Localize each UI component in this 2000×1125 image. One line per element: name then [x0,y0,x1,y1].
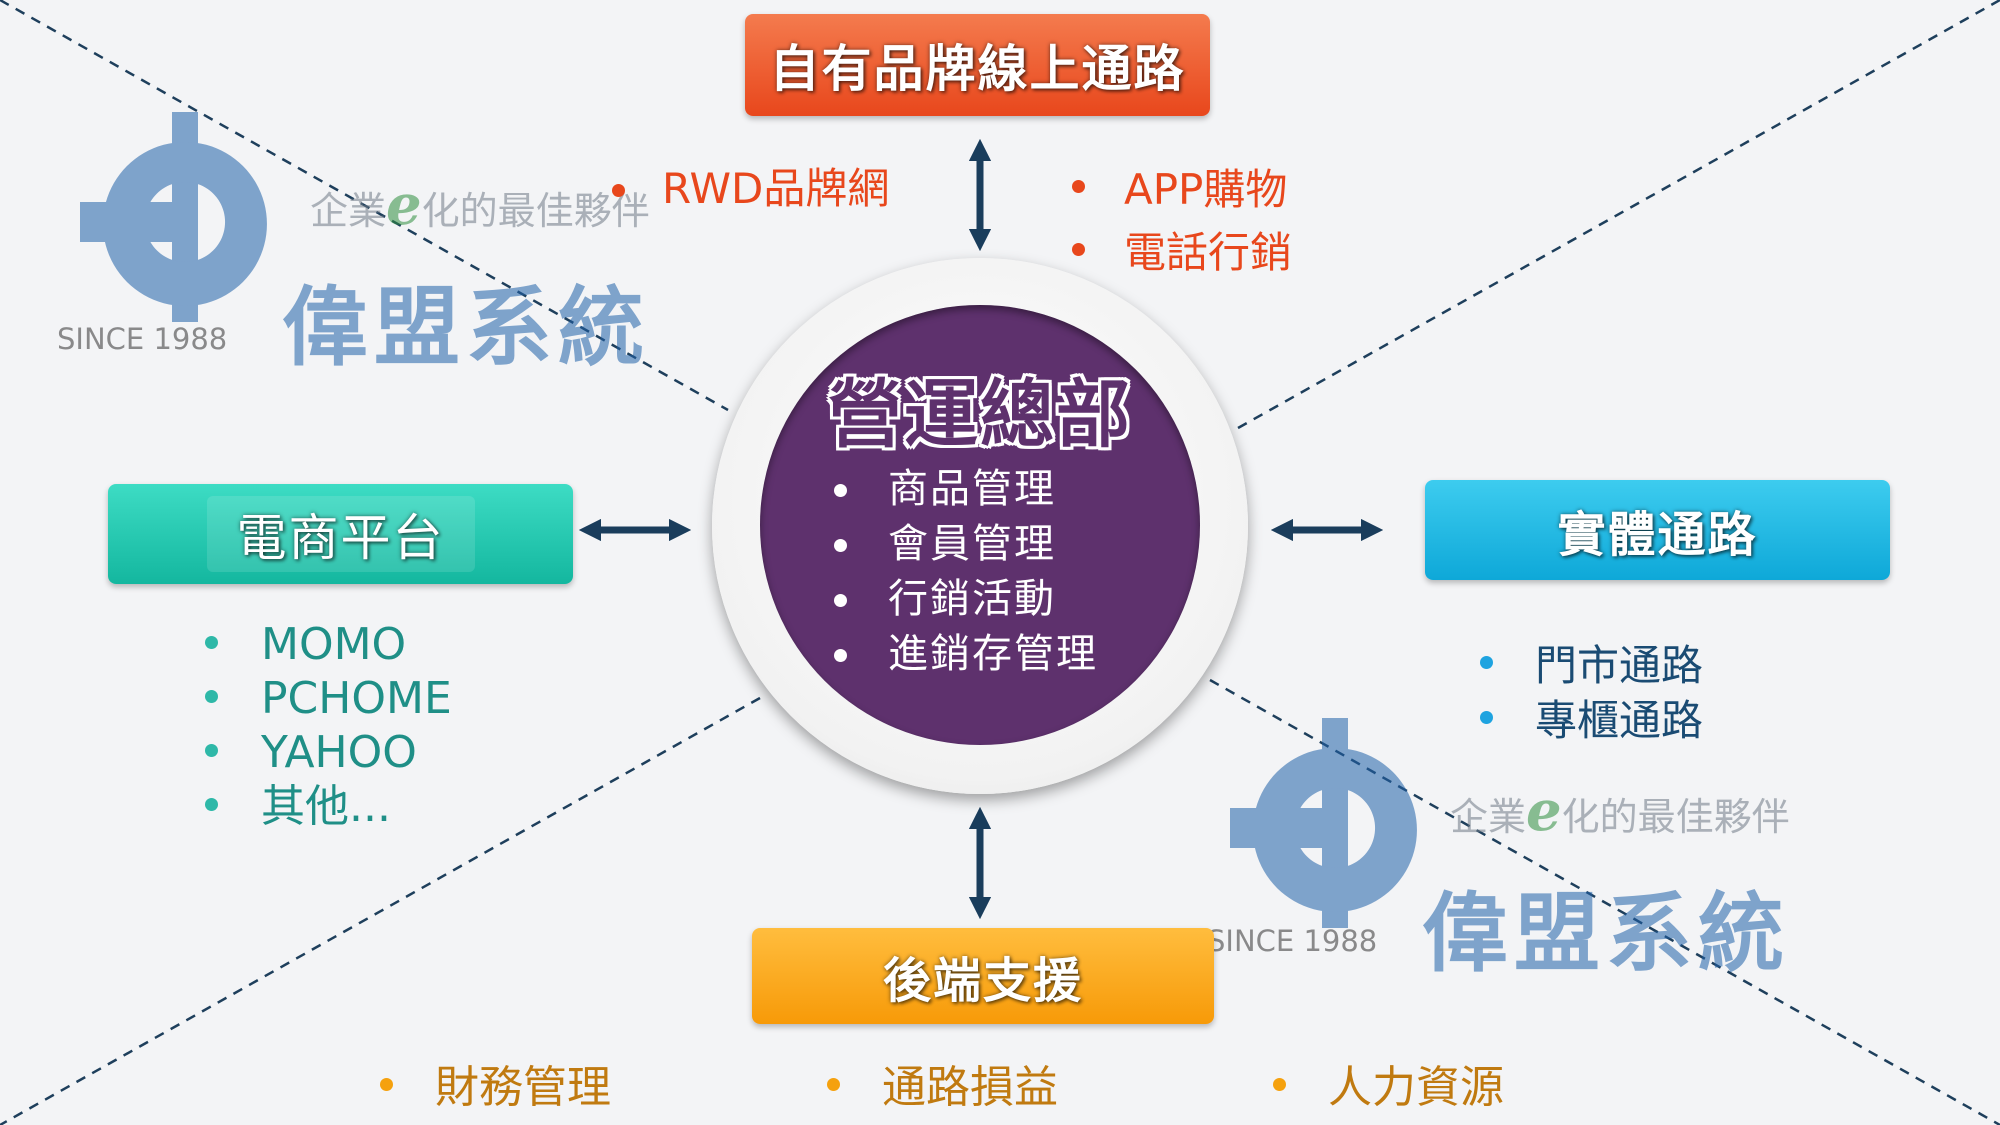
guide-top-left [0,0,729,412]
watermark-since: SINCE 1988 [1207,924,1378,958]
physical-channel-item: 專櫃通路 [1480,693,1703,748]
hub-core [760,305,1200,745]
hub-function-item: 會員管理 [828,517,1098,572]
company-logo-icon [1230,718,1417,928]
own-brand-left-list: RWD品牌網 [612,158,889,220]
watermark-tagline: 企業e化的最佳夥伴 [1450,778,1790,844]
own-brand-item: APP購物 [1072,158,1292,221]
guide-bottom-left [0,696,761,1125]
hub-title: 營運總部 [828,372,1132,458]
own-brand-online-channel-box: 自有品牌線上通路 [745,14,1210,116]
ecommerce-platform-item: YAHOO [205,726,452,780]
watermark-top-left: 企業e化的最佳夥伴 偉盟系統 SINCE 1988 [57,112,712,378]
watermark-bottom-right: 企業e化的最佳夥伴 偉盟系統 SINCE 1988 [1207,718,1862,984]
hub-function-list: 商品管理 會員管理 行銷活動 進銷存管理 [828,462,1098,682]
watermark-company-name: 偉盟系統 [1422,884,1790,984]
hub-function-item: 進銷存管理 [828,627,1098,682]
ecommerce-platform-item: 其他... [205,780,452,834]
backend-support-item: 通路損益 [827,1058,1058,1118]
guide-top-right [1237,0,2000,430]
company-logo-icon [80,112,267,322]
watermark-since: SINCE 1988 [57,322,228,356]
ecommerce-platform-item: PCHOME [205,672,452,726]
watermark-tagline: 企業e化的最佳夥伴 [310,172,650,238]
physical-channel-box: 實體通路 [1425,480,1890,580]
physical-channel-item: 門市通路 [1480,638,1703,693]
own-brand-item: 電話行銷 [1072,221,1292,284]
hub-function-item: 行銷活動 [828,572,1098,627]
own-brand-item: RWD品牌網 [612,158,889,220]
ecommerce-platform-list: MOMO PCHOME YAHOO 其他... [205,618,452,834]
own-brand-right-list: APP購物 電話行銷 [1072,158,1292,284]
physical-channel-list: 門市通路 專櫃通路 [1480,638,1703,748]
hub-function-item: 商品管理 [828,462,1098,517]
backend-support-item: 人力資源 [1273,1058,1504,1118]
watermark-company-name: 偉盟系統 [282,278,650,378]
ecommerce-platform-label: 電商平台 [206,496,475,572]
ecommerce-platform-item: MOMO [205,618,452,672]
backend-support-item: 財務管理 [380,1058,611,1118]
ecommerce-platform-box: 電商平台 [108,484,573,584]
backend-support-box: 後端支援 [752,928,1214,1024]
